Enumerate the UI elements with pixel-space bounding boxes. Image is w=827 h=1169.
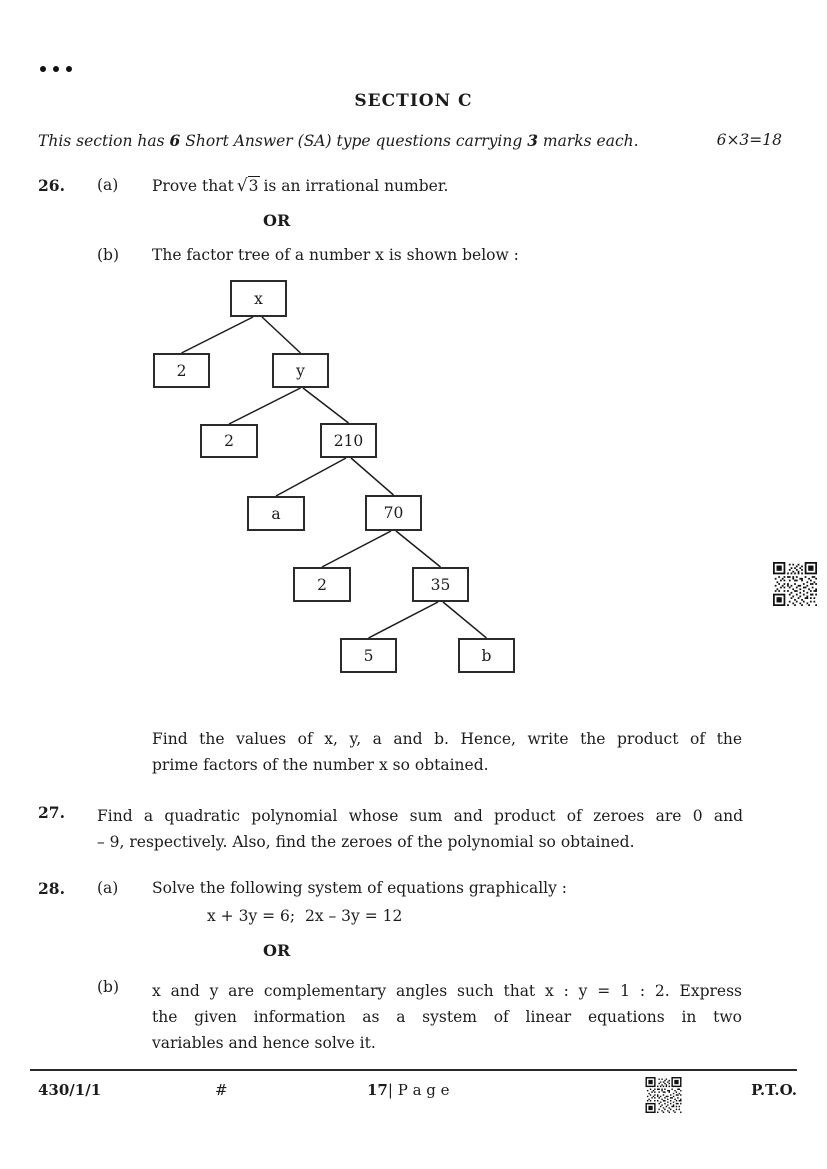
tree-node-b: b bbox=[458, 638, 515, 673]
question-27-number: 27. bbox=[38, 803, 65, 822]
instruction-marks-each: 3 bbox=[527, 131, 538, 150]
page-separator: | bbox=[387, 1081, 398, 1099]
followup-line-1: Find the values of x, y, a and b. Hence,… bbox=[152, 730, 742, 748]
question-26-or-label: OR bbox=[263, 211, 291, 230]
question-28b-text: x and y are complementary angles such th… bbox=[152, 978, 742, 1056]
question-28-number: 28. bbox=[38, 879, 65, 898]
question-27-line-2: – 9, respectively. Also, find the zeroes… bbox=[97, 833, 635, 851]
tree-node-5: 5 bbox=[340, 638, 397, 673]
factor-tree-edges bbox=[181, 316, 487, 639]
question-28b-line-3: variables and hence solve it. bbox=[152, 1034, 376, 1052]
footer: 430/1/1 # 17| P a g e P.T.O. bbox=[0, 1081, 827, 1121]
factor-tree-diagram: x 2 y 2 210 a 70 2 35 5 b bbox=[140, 278, 540, 678]
page-number: 17 bbox=[367, 1081, 388, 1099]
question-28-or-label: OR bbox=[263, 941, 291, 960]
question-26b-followup: Find the values of x, y, a and b. Hence,… bbox=[152, 726, 742, 778]
instruction-count: 6 bbox=[169, 131, 181, 150]
question-26a-label: (a) bbox=[97, 176, 119, 194]
instruction-text-3: marks each. bbox=[537, 132, 639, 150]
qr-code-margin bbox=[772, 562, 818, 606]
paper-code: 430/1/1 bbox=[38, 1081, 102, 1099]
marks-scheme: 6×3=18 bbox=[716, 131, 782, 149]
section-title: SECTION C bbox=[354, 91, 473, 111]
question-27-row: 27. bbox=[0, 803, 827, 827]
qr-code-footer bbox=[645, 1077, 682, 1113]
question-28a-equation: x + 3y = 6; 2x – 3y = 12 bbox=[207, 907, 403, 925]
footer-divider bbox=[30, 1069, 797, 1071]
tree-node-35: 35 bbox=[412, 567, 469, 602]
tree-node-2c: 2 bbox=[293, 567, 351, 602]
question-26b-label: (b) bbox=[97, 246, 120, 264]
tree-node-210: 210 bbox=[320, 423, 377, 458]
question-27-line-1: Find a quadratic polynomial whose sum an… bbox=[97, 807, 743, 825]
question-28b-line-2: the given information as a system of lin… bbox=[152, 1008, 742, 1026]
tree-node-70: 70 bbox=[365, 495, 422, 531]
question-28a-label: (a) bbox=[97, 879, 119, 897]
page-indicator: 17| P a g e bbox=[367, 1081, 450, 1099]
question-28b-label: (b) bbox=[97, 978, 120, 996]
instruction-text-2: Short Answer (SA) type questions carryin… bbox=[180, 132, 528, 150]
scan-dots-icon bbox=[40, 66, 72, 72]
followup-line-2: prime factors of the number x so obtaine… bbox=[152, 756, 489, 774]
tree-node-2a: 2 bbox=[153, 353, 210, 388]
page-word: P a g e bbox=[397, 1081, 450, 1099]
tree-node-a: a bbox=[247, 496, 305, 531]
sqrt-radicand: 3 bbox=[247, 176, 261, 195]
question-27-text: Find a quadratic polynomial whose sum an… bbox=[97, 803, 743, 855]
question-28b-line-1: x and y are complementary angles such th… bbox=[152, 982, 742, 1000]
section-instruction: This section has 6 Short Answer (SA) typ… bbox=[38, 131, 790, 150]
question-26b-intro: The factor tree of a number x is shown b… bbox=[152, 246, 519, 264]
instruction-text-1: This section has bbox=[38, 132, 170, 150]
question-28b-row: (b) bbox=[0, 978, 827, 1002]
footer-hash: # bbox=[215, 1081, 228, 1099]
sqrt-radical-icon: √ bbox=[236, 176, 248, 196]
question-28a-row: 28. (a) Solve the following system of eq… bbox=[0, 879, 827, 903]
tree-node-y: y bbox=[272, 353, 329, 388]
tree-node-x: x bbox=[230, 280, 287, 317]
question-26b-row: (b) The factor tree of a number x is sho… bbox=[0, 246, 827, 270]
question-26-number: 26. bbox=[38, 176, 65, 195]
tree-node-2b: 2 bbox=[200, 424, 258, 458]
sqrt-expression: √3 bbox=[236, 176, 261, 196]
pto-label: P.T.O. bbox=[751, 1081, 797, 1099]
question-28a-text: Solve the following system of equations … bbox=[152, 879, 568, 897]
